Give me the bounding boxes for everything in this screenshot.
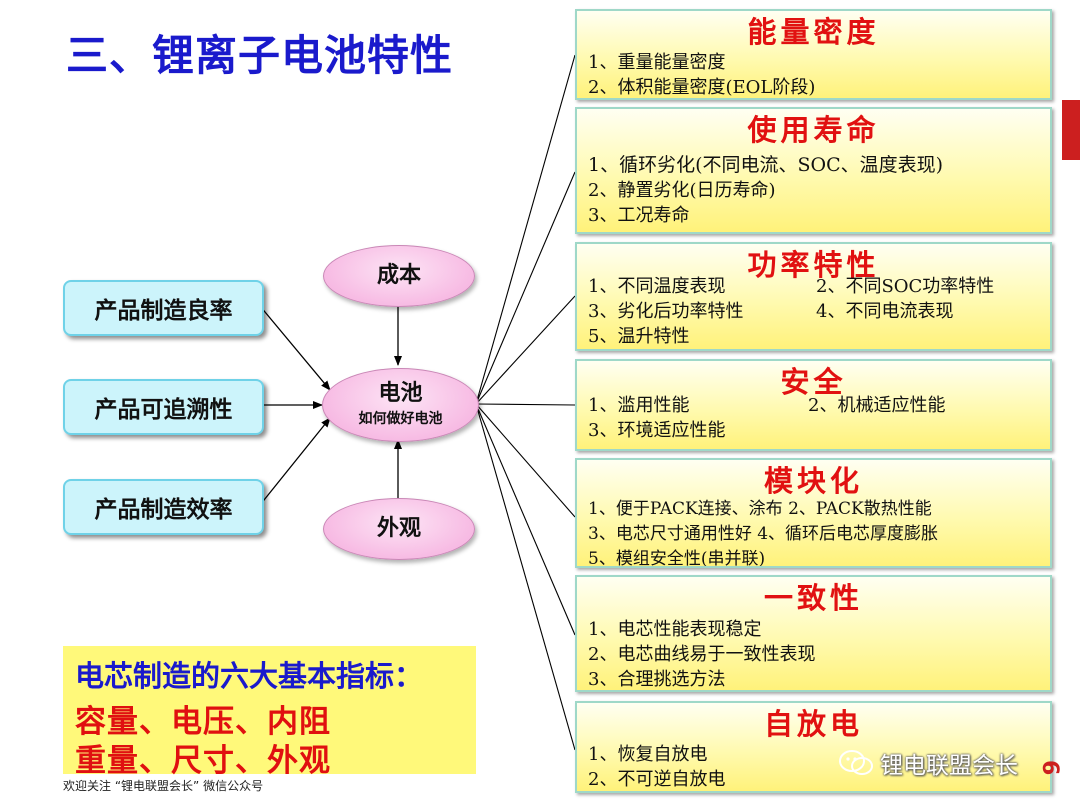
panel-item: 2、不可逆自放电	[588, 769, 726, 790]
watermark-text: 锂电联盟会长	[880, 753, 1018, 779]
panel-item: 2、不同SOC功率特性	[816, 276, 995, 297]
summary-line-1: 容量、电压、内阻	[75, 704, 331, 740]
panel-title: 自放电	[763, 707, 863, 741]
panel-title: 安全	[780, 365, 847, 399]
summary-box: 电芯制造的六大基本指标： 容量、电压、内阻 重量、尺寸、外观	[63, 646, 476, 779]
panel-item: 2、电芯曲线易于一致性表现	[588, 644, 816, 665]
factor-manufacturing-yield: 产品制造良率	[63, 280, 264, 336]
panel-modularity: 模块化 1、便于PACK连接、涂布 2、PACK散热性能 3、电芯尺寸通用性好 …	[575, 458, 1052, 568]
panel-item: 4、不同电流表现	[816, 301, 954, 322]
cost-oval: 成本	[323, 245, 475, 307]
panel-item: 1、不同温度表现	[588, 276, 726, 297]
panel-title: 使用寿命	[747, 113, 880, 147]
panel-item: 1、滥用性能	[588, 395, 690, 416]
arrow-yield-to-battery	[259, 305, 331, 391]
panel-item: 3、劣化后功率特性	[588, 301, 744, 322]
cost-label: 成本	[376, 262, 421, 288]
line-to-panel-1	[475, 54, 576, 405]
panel-title: 模块化	[763, 464, 863, 498]
panel-self-discharge: 自放电 1、恢复自放电 2、不可逆自放电	[575, 701, 1052, 793]
battery-oval: 电池 如何做好电池	[322, 368, 479, 442]
wechat-icon	[839, 750, 873, 775]
page-number: 6	[1037, 760, 1062, 776]
footer-note: 欢迎关注 “锂电联盟会长” 微信公众号	[63, 779, 264, 793]
panel-energy-density: 能量密度 1、重量能量密度 2、体积能量密度(EOL阶段)	[575, 9, 1052, 100]
panel-item: 3、电芯尺寸通用性好 4、循环后电芯厚度膨胀	[588, 524, 939, 544]
panel-title: 功率特性	[747, 248, 880, 282]
line-to-panel-3	[475, 295, 576, 405]
appearance-label: 外观	[376, 515, 421, 541]
panel-item: 3、合理挑选方法	[588, 669, 726, 690]
watermark: 锂电联盟会长	[838, 746, 1018, 780]
panel-item: 1、电芯性能表现稳定	[588, 619, 762, 640]
line-to-panel-4	[475, 403, 576, 406]
battery-sublabel: 如何做好电池	[358, 411, 443, 428]
panel-item: 1、循环劣化(不同电流、SOC、温度表现)	[588, 154, 944, 176]
panel-item: 2、静置劣化(日历寿命)	[588, 180, 776, 201]
panel-service-life: 使用寿命 1、循环劣化(不同电流、SOC、温度表现) 2、静置劣化(日历寿命) …	[575, 107, 1052, 234]
battery-label: 电池	[378, 380, 423, 406]
factor-manufacturing-efficiency: 产品制造效率	[63, 479, 264, 535]
summary-heading: 电芯制造的六大基本指标：	[75, 659, 424, 693]
panel-item: 2、体积能量密度(EOL阶段)	[588, 77, 816, 98]
line-to-panel-5	[475, 403, 576, 518]
factor-traceability: 产品可追溯性	[63, 379, 264, 435]
summary-line-2: 重量、尺寸、外观	[75, 743, 331, 779]
accent-bar	[1062, 100, 1080, 160]
panel-title: 一致性	[763, 581, 863, 615]
arrow-efficiency-to-battery	[259, 417, 331, 506]
panel-consistency: 一致性 1、电芯性能表现稳定 2、电芯曲线易于一致性表现 3、合理挑选方法	[575, 575, 1052, 692]
panel-item: 1、恢复自放电	[588, 744, 708, 765]
panel-title: 能量密度	[747, 15, 880, 49]
panel-item: 1、便于PACK连接、涂布 2、PACK散热性能	[588, 499, 932, 519]
panel-safety: 安全 1、滥用性能 2、机械适应性能 3、环境适应性能	[575, 359, 1052, 451]
panel-power-characteristics: 功率特性 1、不同温度表现 2、不同SOC功率特性 3、劣化后功率特性 4、不同…	[575, 242, 1052, 351]
line-to-panel-2	[475, 171, 576, 405]
panel-item: 3、环境适应性能	[588, 420, 726, 441]
appearance-oval: 外观	[323, 498, 475, 560]
panel-item: 2、机械适应性能	[808, 395, 946, 416]
line-to-panel-6	[475, 403, 576, 636]
panel-item: 3、工况寿命	[588, 205, 690, 226]
line-to-panel-7	[475, 403, 576, 751]
panel-item: 5、温升特性	[588, 326, 690, 347]
panel-item: 5、模组安全性(串并联)	[588, 549, 766, 568]
panel-item: 1、重量能量密度	[588, 52, 726, 73]
page-title: 三、锂离子电池特性	[66, 31, 454, 80]
